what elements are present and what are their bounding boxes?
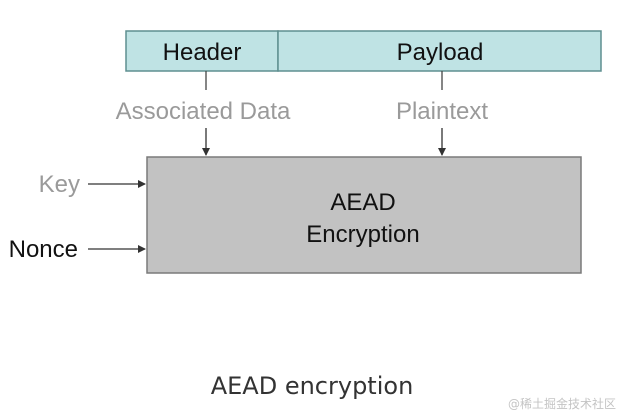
figure-caption: AEAD encryption bbox=[210, 372, 414, 400]
header-field bbox=[125, 30, 279, 72]
watermark-text: @稀土掘金技术社区 bbox=[507, 397, 616, 411]
payload-label: Payload bbox=[397, 39, 484, 66]
aead-encryption-box bbox=[146, 156, 582, 274]
plaintext-label: Plaintext bbox=[396, 98, 488, 125]
nonce-label: Nonce bbox=[9, 236, 78, 263]
aead-title-line1: AEAD bbox=[330, 189, 395, 216]
associated-data-label: Associated Data bbox=[116, 98, 291, 125]
payload-field bbox=[277, 30, 602, 72]
header-label: Header bbox=[163, 39, 242, 66]
key-label: Key bbox=[39, 171, 80, 198]
aead-title-line2: Encryption bbox=[306, 221, 419, 248]
